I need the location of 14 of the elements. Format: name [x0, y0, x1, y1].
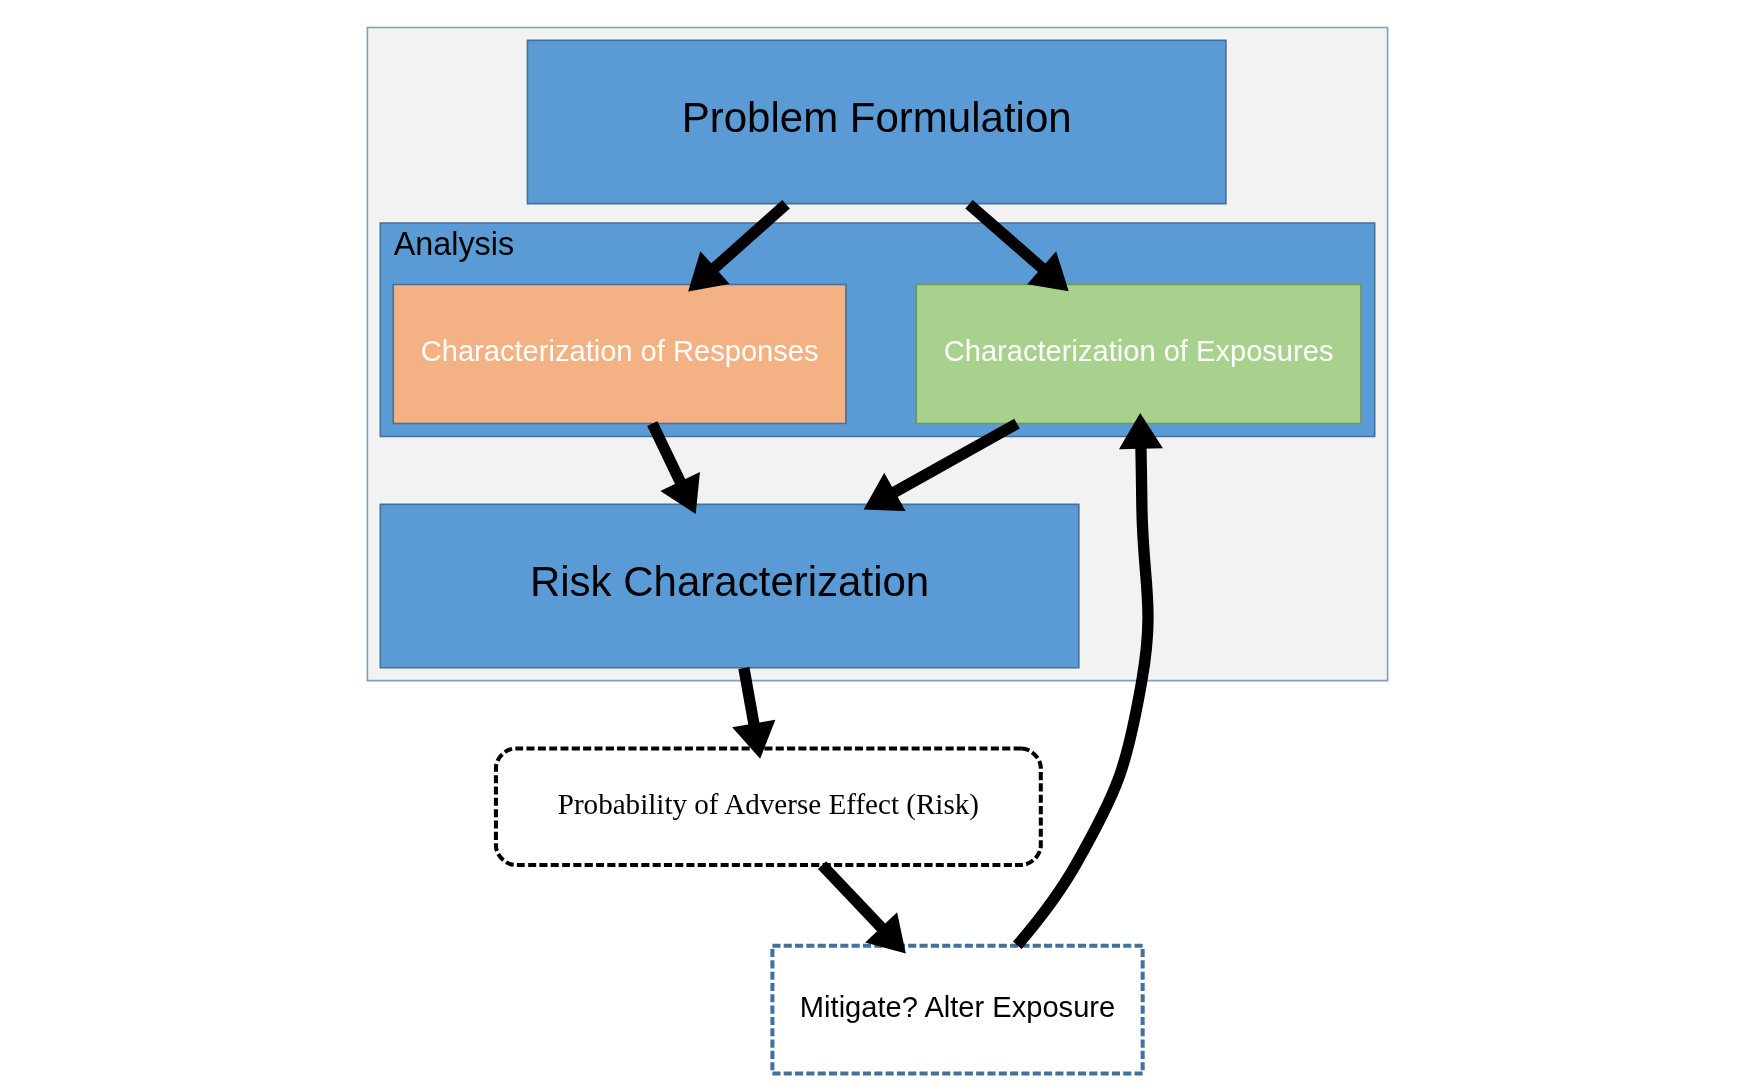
node-box: Characterization of Exposures [915, 283, 1362, 425]
node-box: Risk Characterization [379, 503, 1080, 669]
arrow [646, 421, 700, 514]
node-box: Problem Formulation [526, 39, 1227, 205]
arrow [1012, 412, 1163, 949]
node-box: Characterization of Responses [391, 283, 847, 425]
arrow [687, 200, 790, 292]
arrow [863, 418, 1020, 512]
cluster [366, 26, 1388, 682]
arrow [964, 200, 1069, 292]
node-box: Probability of Adverse Effect (Risk) [493, 746, 1043, 867]
arrow [731, 667, 775, 759]
arrow [817, 861, 906, 954]
node-box: Mitigate? Alter Exposure [769, 943, 1145, 1076]
